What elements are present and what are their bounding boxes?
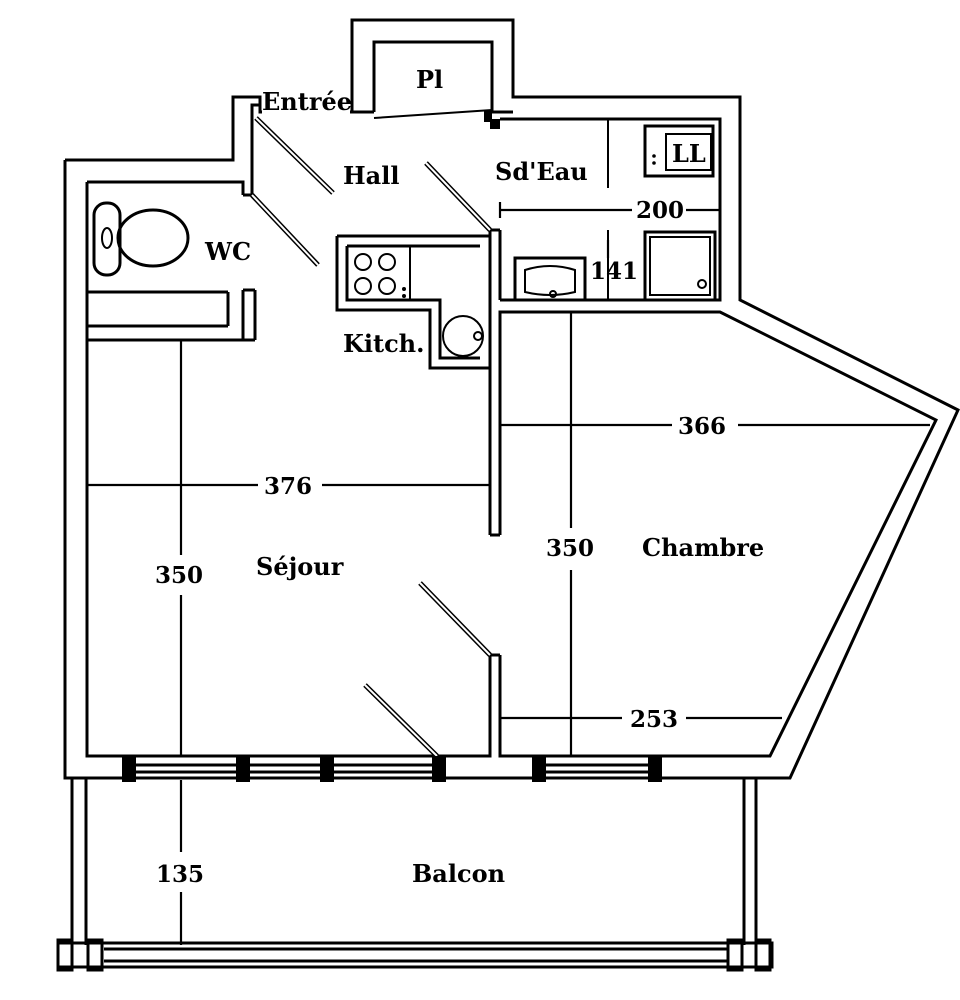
wm-knob-1	[652, 154, 656, 158]
hall-label: Hall	[343, 161, 399, 190]
railing-post-3	[726, 938, 744, 972]
balcony-railing	[56, 941, 774, 969]
washbasin-icon	[513, 256, 587, 302]
mullion-5	[532, 756, 546, 782]
kitchen-counter-outer	[335, 236, 490, 370]
wm-knob-2	[652, 161, 656, 165]
washing-machine-inner	[665, 133, 712, 171]
toilet-icon	[92, 201, 190, 277]
shower-drain	[697, 279, 707, 289]
hob-knob-2	[402, 294, 406, 298]
mullion-1	[122, 756, 136, 782]
entrance-jamb	[243, 103, 260, 197]
balcon-label: Balcon	[412, 859, 505, 888]
hob-burner-2	[378, 253, 396, 271]
sde-jamb	[490, 119, 500, 129]
sink-icon	[442, 315, 484, 357]
sejour-label: Séjour	[256, 552, 344, 581]
placard-label: Pl	[416, 65, 443, 94]
railing-post-2	[86, 938, 104, 972]
kitchenette	[335, 234, 490, 370]
hob-burner-1	[354, 253, 372, 271]
entree-label-bg	[262, 90, 350, 116]
sde-door-core	[425, 162, 491, 231]
placard-jamb	[484, 110, 492, 122]
dim-label-253: 253	[630, 706, 678, 733]
dim-label-135: 135	[156, 861, 204, 888]
railing-post-4	[754, 938, 772, 972]
railing-post-1	[56, 938, 74, 972]
balcony-structure	[56, 756, 774, 972]
dim-label-366: 366	[678, 413, 726, 440]
washbasin-bowl	[524, 265, 576, 296]
chambre-label: Chambre	[642, 533, 764, 562]
placard-door	[373, 109, 493, 119]
kitchen-counter-inner	[345, 246, 480, 360]
outer-wall-outline	[63, 18, 960, 780]
wc-label: WC	[204, 237, 251, 266]
dim-label-141: 141	[590, 258, 638, 285]
toilet-flush	[101, 227, 113, 249]
sink-drain	[473, 331, 483, 341]
hob-knob-1	[402, 287, 406, 291]
placard-inner	[372, 40, 494, 112]
wc-inner	[85, 182, 245, 342]
shower-tray-inner	[649, 236, 711, 296]
mullion-6	[648, 756, 662, 782]
salle-eau-label: Sd'Eau	[495, 157, 588, 186]
toilet-bowl	[116, 208, 190, 268]
exterior-walls	[63, 18, 960, 780]
mullion-3	[320, 756, 334, 782]
chambre-inner	[498, 310, 939, 758]
washing-machine-label: LL	[672, 139, 706, 168]
washbasin-drain	[549, 290, 557, 298]
sejour-chambre-inner	[85, 340, 492, 758]
wc-door-core	[251, 194, 319, 266]
mullion-4	[432, 756, 446, 782]
inner-wall-outline	[87, 180, 245, 195]
entrance-door-core	[255, 117, 334, 194]
room-labels: Pl Entrée Hall Sd'Eau WC Kitch. Séjour C…	[204, 65, 764, 888]
chambre-door-core	[419, 582, 491, 656]
dim-label-200: 200	[636, 197, 684, 224]
dim-label-350-chambre: 350	[546, 535, 594, 562]
washing-machine-outer	[643, 124, 715, 178]
balcony-door-swing-core	[364, 684, 438, 757]
shower-tray-icon	[643, 230, 717, 302]
hob-burner-3	[354, 277, 372, 295]
dim-label-350-sejour: 350	[155, 562, 203, 589]
hob-burner-4	[378, 277, 396, 295]
kitchenette-label: Kitch.	[343, 329, 424, 358]
dim-label-376: 376	[264, 473, 312, 500]
entree-label: Entrée	[262, 87, 352, 116]
dimension-labels: 200 141 366 376 350 350 253 135	[155, 197, 726, 888]
doors	[250, 116, 492, 758]
toilet-tank	[92, 201, 122, 277]
dimension-lines	[87, 202, 930, 945]
mullion-2	[236, 756, 250, 782]
